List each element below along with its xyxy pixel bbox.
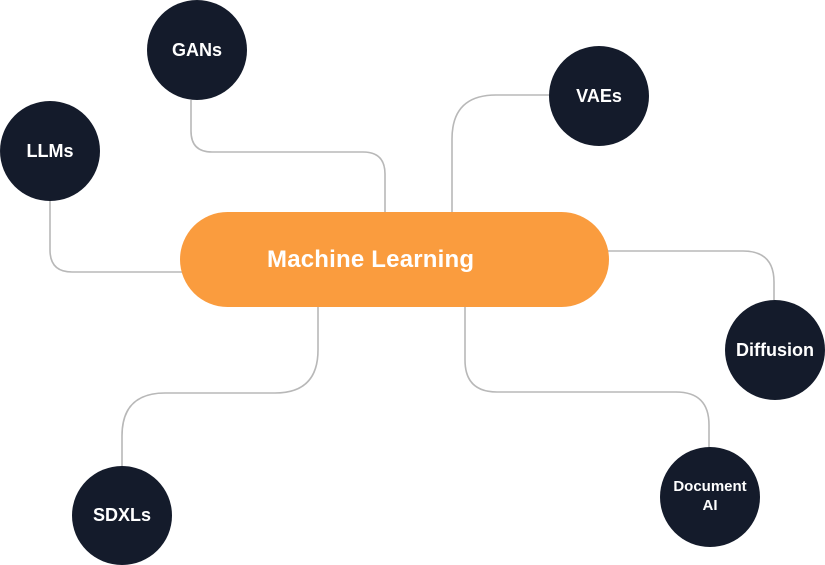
node-label-vaes: VAEs: [576, 85, 622, 106]
connector-document-ai: [464, 307, 710, 448]
connector-llms: [49, 201, 182, 273]
node-document-ai: Document AI: [660, 447, 760, 547]
node-label-sdxls: SDXLs: [92, 505, 152, 526]
node-sdxls: SDXLs: [72, 466, 172, 565]
connector-sdxls: [121, 307, 319, 466]
node-label-document-ai: Document AI: [673, 478, 747, 514]
node-label-diffusion: Diffusion: [736, 339, 814, 360]
connector-diffusion: [607, 250, 775, 300]
node-gans: GANs: [147, 0, 247, 100]
node-label-llms: LLMs: [26, 140, 74, 161]
node-vaes: VAEs: [549, 46, 649, 146]
node-label-gans: GANs: [171, 39, 222, 60]
center-node-label: Machine Learning: [267, 245, 475, 273]
node-llms: LLMs: [0, 101, 100, 201]
center-node-machine-learning: Machine Learning: [180, 212, 609, 307]
connector-vaes: [451, 94, 549, 212]
connector-gans: [190, 100, 386, 212]
node-diffusion: Diffusion: [725, 300, 825, 400]
